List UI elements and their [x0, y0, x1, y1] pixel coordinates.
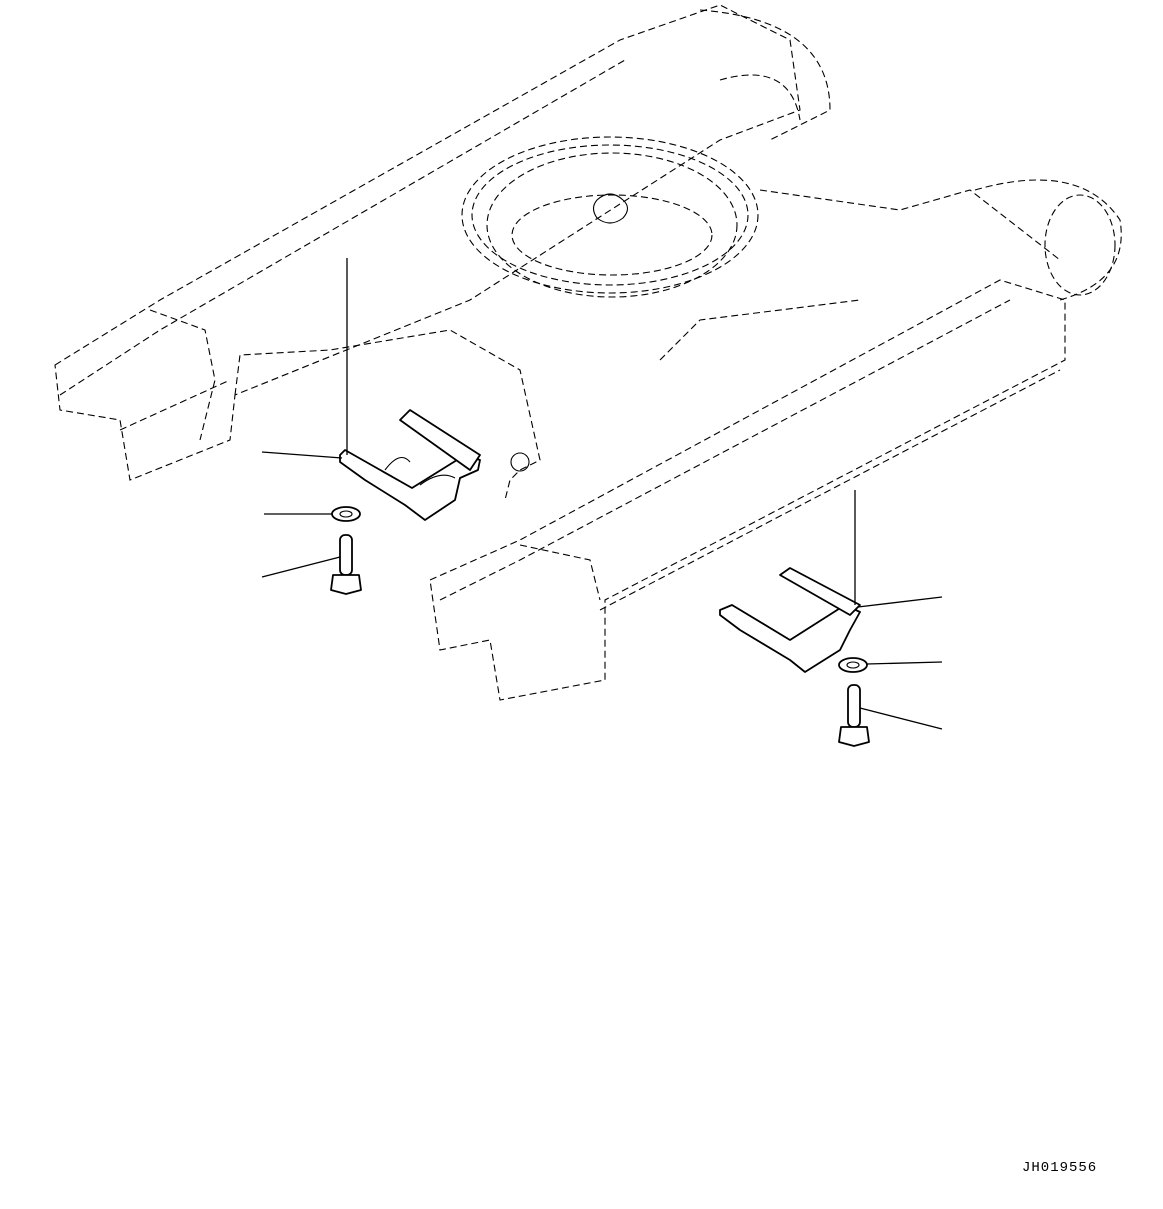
left-bolt: [330, 534, 362, 595]
left-bracket: [339, 409, 481, 521]
left-callout-3-leader: [261, 556, 341, 578]
swing-circle: [461, 136, 759, 298]
drawing-id-label: JH019556: [1022, 1160, 1098, 1176]
left-track-frame: [54, 4, 831, 481]
left-washer: [331, 506, 361, 522]
left-callout-1-leader: [261, 451, 343, 459]
right-callout-3-leader: [859, 707, 943, 730]
right-callout-1-leader: [857, 596, 943, 608]
right-callout-2-leader: [866, 661, 943, 665]
center-frame: [234, 189, 1061, 501]
right-bolt: [838, 684, 870, 747]
right-washer: [838, 657, 868, 673]
right-bracket: [719, 567, 861, 673]
right-track-frame: [429, 179, 1122, 701]
